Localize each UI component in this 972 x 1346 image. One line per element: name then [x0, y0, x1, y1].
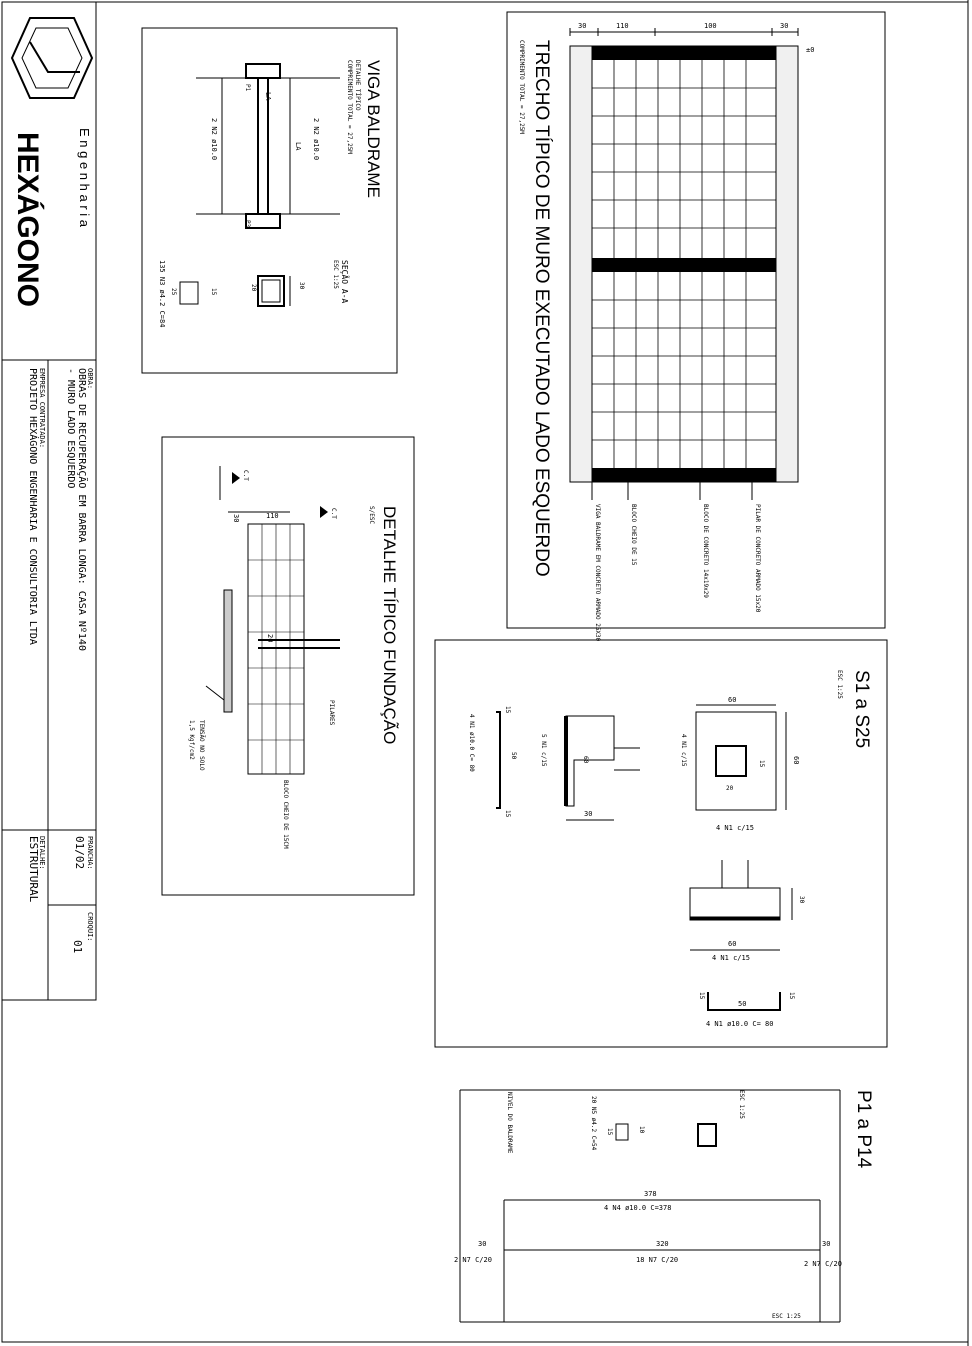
pillar-right-bar: 2 N7 C/20: [804, 1260, 842, 1268]
pillar-stirrup-dim-1: 15: [606, 1128, 613, 1136]
section-scale: ESC 1:25: [332, 260, 339, 289]
footing-bar-shape-w: 50: [738, 1000, 746, 1008]
foundation-tensao2: 1,5 Kgf/cm2: [188, 720, 195, 760]
wall-dim-2: 110: [616, 22, 629, 30]
footing-plan-bars: 4 N1 c/15: [680, 734, 687, 767]
wall-dim-3: 100: [704, 22, 717, 30]
footing-scale: ESC 1:25: [836, 670, 843, 699]
footing-sec-bars: 4 N1 c/15: [712, 954, 750, 962]
beam-subtitle2: COMPRIMENTO TOTAL = 27,25M: [346, 60, 353, 154]
wall-label-bloco-concreto: BLOCO DE CONCRETO 14x19x29: [702, 504, 709, 598]
obra-label: OBRA:: [86, 368, 94, 389]
stirrup-height: 15: [210, 288, 217, 296]
stirrup-width: 25: [170, 288, 177, 296]
pillar-d30b: 30: [822, 1240, 830, 1248]
footing-left-shape-w: 50: [510, 752, 517, 760]
footing-side-bars: 5 N1 c/15: [540, 734, 547, 767]
pillar-bottom-bar: 18 N7 C/20: [636, 1256, 678, 1264]
foundation-title: DETALHE TÍPICO FUNDAÇÃO: [380, 506, 399, 744]
beam-p3-label: P3: [244, 220, 251, 228]
footing-bar-bottom: 4 N1 c/15: [716, 824, 754, 832]
wall-label-pilar: PILAR DE CONCRETO ARMADO 15x20: [754, 504, 761, 613]
pillar-left-bar: 2 N7 C/20: [454, 1256, 492, 1264]
pillar-long-bar: 4 N4 ø10.0 C=378: [604, 1204, 671, 1212]
pillar-d320: 320: [656, 1240, 669, 1248]
title-block: E n g e n h a r i a HEXÁGONO OBRA: OBRAS…: [1, 1, 97, 1001]
beam-subtitle1: DETALHE TÍPICO: [354, 60, 362, 111]
stirrup-label: 135 N3 ø4.2 C=84: [158, 260, 166, 327]
footing-side-w: 30: [584, 810, 592, 818]
foundation-subtitle: S/ESC: [368, 506, 375, 524]
footing-plan-w: 60: [728, 696, 736, 704]
empresa-value: PROJETO HEXÁGONO ENGENHARIA E CONSULTORI…: [27, 368, 40, 645]
wall-dim-1: 30: [578, 22, 586, 30]
croqui-value: 01: [71, 940, 84, 953]
footing-title: S1 a S25: [851, 670, 872, 748]
foundation-d110: 110: [266, 512, 279, 520]
wall-dim-4: 30: [780, 22, 788, 30]
hexagon-logo-icon: [10, 17, 94, 99]
detalhe-label: DETALHE:: [38, 836, 46, 870]
footing-col-w: 20: [726, 785, 734, 792]
footing-bar-leg-1: 15: [698, 992, 705, 1000]
footing-bar-shape-label: 4 N1 ø10.0 C= 80: [706, 1020, 773, 1028]
company-name: HEXÁGONO: [11, 132, 45, 307]
detalhe-value: ESTRUTURAL: [27, 836, 40, 903]
wall-label-bloco-cheio: BLOCO CHEIO DE 15: [630, 504, 637, 566]
beam-la-label: LA: [264, 92, 272, 101]
obra-line1: OBRAS DE RECUPERAÇÃO EM BARRA LONGA: CAS…: [76, 368, 89, 651]
wall-label-viga: VIGA BALDRAME EM CONCRETO ARMADO 25X30: [594, 504, 601, 642]
prancha-label: PRANCHA:: [86, 836, 94, 870]
wall-panel: TRECHO TÍPICO DE MURO EXECUTADO LADO ESQ…: [506, 11, 886, 642]
pillar-scale2: ESC 1:25: [772, 1313, 801, 1320]
foundation-panel: DETALHE TÍPICO FUNDAÇÃO S/ESC C.T C.T 30…: [161, 436, 415, 896]
foundation-ct2: C.T: [330, 508, 337, 519]
foundation-ct1: C.T: [242, 470, 249, 481]
croqui-label: CROQUI:: [86, 912, 94, 942]
empresa-label: EMPRESA CONTRATADA:: [38, 368, 46, 448]
wall-level-mark: ±0: [806, 46, 814, 54]
footing-col-h: 15: [758, 760, 765, 768]
footing-sec-h: 30: [798, 896, 805, 904]
footing-left-leg-2: 15: [504, 810, 511, 818]
wall-title: TRECHO TÍPICO DE MURO EXECUTADO LADO ESQ…: [531, 40, 552, 577]
pillar-stirrup-dim-2: 10: [638, 1126, 645, 1134]
pillar-title: P1 a P14: [853, 1090, 874, 1169]
beam-p1-label: P1: [244, 84, 251, 92]
foundation-tensao1: TENSÃO NO SOLO: [198, 720, 205, 771]
footing-bar-leg-2: 15: [788, 992, 795, 1000]
foundation-bloco: BLOCO CHEIO DE 15CM: [282, 780, 289, 849]
beam-bottom-bar: 2 N2 ø10.0: [210, 118, 218, 160]
section-title: SEÇÃO A-A: [340, 260, 350, 304]
masonry-grid: [592, 60, 776, 468]
section-width: 30: [298, 282, 305, 290]
footing-side-h: 60: [582, 756, 589, 764]
pillar-scale: ESC 1:25: [738, 1090, 745, 1119]
footing-sec-w: 60: [728, 940, 736, 948]
beam-la-label-2: LA: [294, 142, 302, 151]
pillar-panel: P1 a P14 ESC 1:25 20 N5 ø4.2 C=54 15 10 …: [454, 1089, 874, 1323]
prancha-value: 01/02: [73, 836, 86, 869]
beam-title: VIGA BALDRAME: [364, 60, 383, 198]
footing-plan-h: 60: [792, 756, 800, 764]
obra-line2: - MURO LADO ESQUERDO: [65, 368, 76, 488]
beam-top-bar: 2 N2 ø10.0: [312, 118, 320, 160]
company-tagline: E n g e n h a r i a: [77, 128, 92, 228]
wall-subtitle: COMPRIMENTO TOTAL = 27,25M: [518, 40, 525, 134]
pillar-level: NIVEL DO BALDRAME: [506, 1092, 513, 1154]
beam-detail-panel: VIGA BALDRAME DETALHE TÍPICO COMPRIMENTO…: [141, 27, 398, 374]
pillar-d30a: 30: [478, 1240, 486, 1248]
foundation-d20: 20: [266, 634, 274, 642]
pillar-long-dim: 378: [644, 1190, 657, 1198]
footing-panel: S1 a S25 ESC 1:25 60 60 4 N1 c/15 15 20 …: [434, 639, 888, 1048]
footing-left-leg-1: 15: [504, 706, 511, 714]
pillar-stirrup: 20 N5 ø4.2 C=54: [590, 1096, 597, 1151]
foundation-d30: 30: [232, 514, 240, 522]
foundation-pilares: PILARES: [328, 700, 335, 726]
section-height: 20: [250, 284, 257, 292]
footing-left-shape-label: 4 N1 ø10.0 C= 80: [468, 714, 475, 772]
